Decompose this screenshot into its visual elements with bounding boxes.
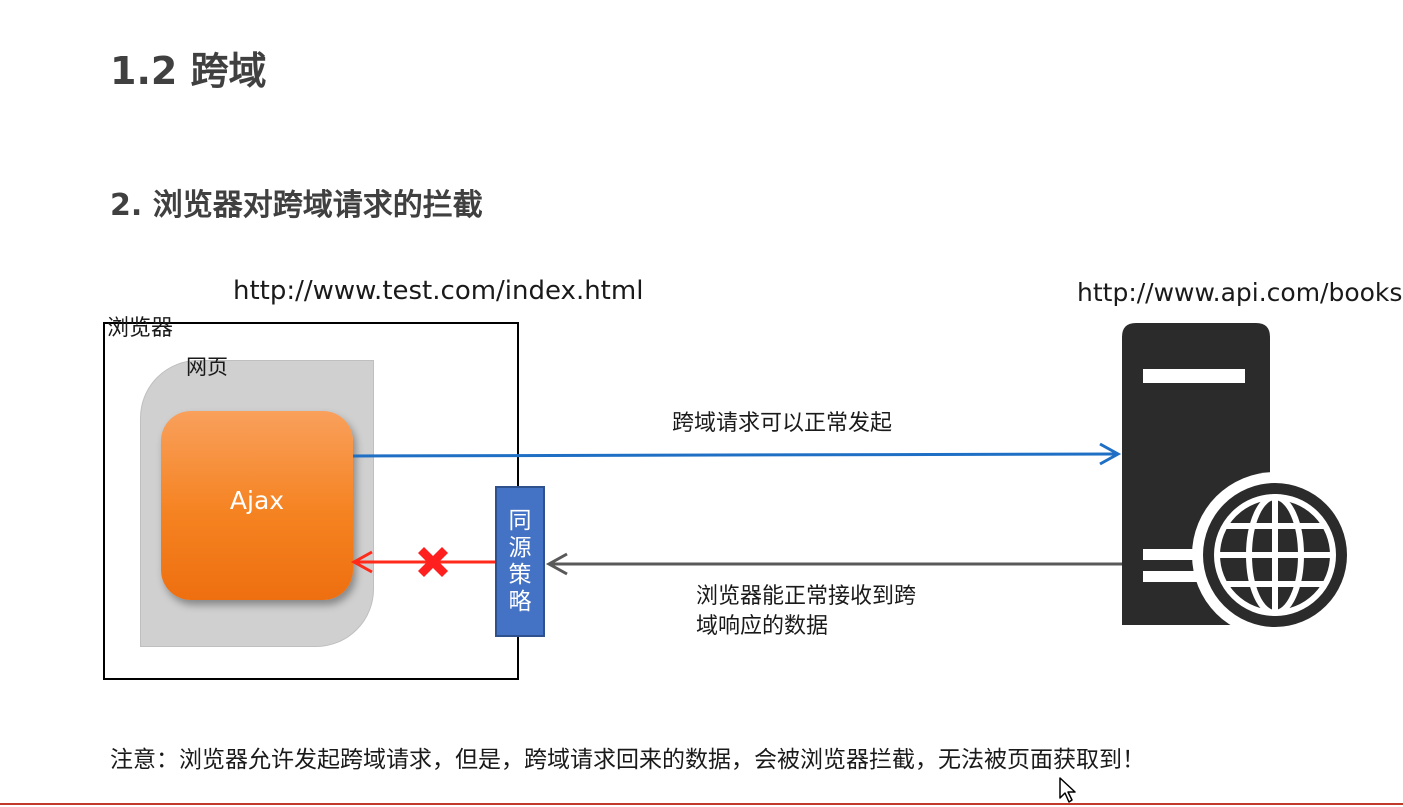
response-arrow [545,552,1122,576]
webpage-label: 网页 [186,355,228,379]
server-url-label: http://www.api.com/books [1077,278,1403,307]
ajax-block: Ajax [161,411,353,600]
mouse-cursor-icon [1059,777,1076,803]
note-text: 注意：浏览器允许发起跨域请求，但是，跨域请求回来的数据，会被浏览器拦截，无法被页… [110,747,1145,773]
section-subtitle: 2. 浏览器对跨域请求的拦截 [110,188,483,223]
page-title: 1.2 跨域 [110,49,267,93]
request-label: 跨域请求可以正常发起 [672,411,893,436]
same-origin-policy-block: 同源策略 [495,486,545,637]
server-globe-icon [1122,323,1358,638]
ajax-label: Ajax [229,486,285,515]
response-label: 浏览器能正常接收到跨域响应的数据 [696,584,917,639]
client-url-label: http://www.test.com/index.html [233,276,644,306]
browser-label: 浏览器 [107,316,174,341]
bottom-divider [0,803,1403,805]
policy-label: 同源策略 [508,507,532,615]
